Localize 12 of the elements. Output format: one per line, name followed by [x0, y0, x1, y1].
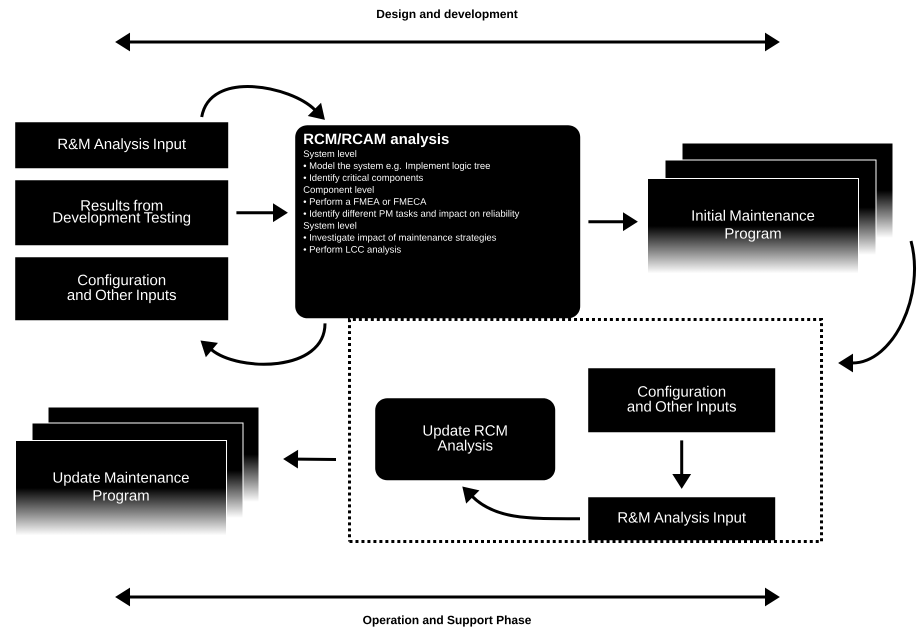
dashed-frame — [348, 318, 823, 543]
process-box: R&M Analysis Input — [588, 497, 776, 540]
analysis-box: RCM/RCAM analysis System level • Model the system e.g. Implement logic tree • Identify critical components Component level • Perform a FMEA or FMECA • Identify different PM tasks and impact on reliability System level • Investigate impact of maintenance strategies • Perform LCC analysis — [295, 125, 580, 318]
phase-label: Design and development — [377, 9, 518, 21]
process-box: Configuration and Other Inputs — [15, 257, 228, 320]
process-box: Update RCM Analysis — [375, 398, 556, 480]
process-box: Configuration and Other Inputs — [588, 368, 776, 432]
process-box: R&M Analysis Input — [15, 122, 228, 168]
process-box: Results from Development Testing — [15, 180, 228, 246]
phase-label: Operation and Support Phase — [363, 615, 531, 627]
stacked-document-box: Update Maintenance Program — [15, 406, 260, 536]
stacked-document-box: Initial Maintenance Program — [647, 142, 894, 274]
